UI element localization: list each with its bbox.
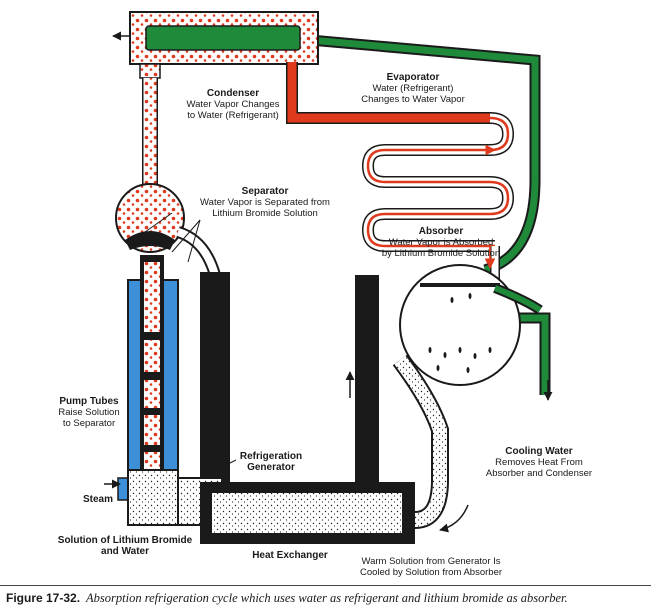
evaporator-title: Evaporator [386, 72, 440, 83]
evaporator-label: Evaporator Water (Refrigerant) Changes t… [348, 72, 478, 105]
evaporator-desc-1: Water (Refrigerant) [372, 83, 454, 94]
heat-exchanger-title: Heat Exchanger [252, 550, 328, 561]
warm-solution-desc-1: Warm Solution from Generator Is [361, 556, 501, 567]
generator-title-2: Generator [247, 462, 295, 473]
warm-solution-label: Warm Solution from Generator Is Cooled b… [346, 556, 516, 578]
absorber-desc-2: by Lithium Bromide Solution [381, 248, 501, 259]
condenser [112, 11, 319, 79]
steam-label: Steam [78, 494, 118, 505]
cooling-water-desc-1: Removes Heat From [495, 457, 583, 468]
caption-divider [0, 585, 651, 586]
heat-exchanger [200, 275, 415, 544]
evaporator-coil [286, 62, 515, 280]
generator-title-1: Refrigeration [239, 451, 303, 462]
absorber-label: Absorber Water Vapor is Absorbed by Lith… [366, 226, 516, 259]
absorber-title: Absorber [418, 226, 464, 237]
absorber-desc-1: Water Vapor is Absorbed [388, 237, 494, 248]
separator-desc-2: Lithium Bromide Solution [212, 208, 318, 219]
solution-title-2: and Water [101, 546, 149, 557]
separator-desc-1: Water Vapor is Separated from [200, 197, 330, 208]
condenser-label: Condenser Water Vapor Changes to Water (… [168, 88, 298, 121]
warm-solution-desc-2: Cooled by Solution from Absorber [359, 567, 503, 578]
solution-title-1: Solution of Lithium Bromide [57, 535, 193, 546]
pump-tubes-label: Pump Tubes Raise Solution to Separator [44, 396, 134, 429]
cooling-water-title: Cooling Water [505, 446, 573, 457]
separator-label: Separator Water Vapor is Separated from … [190, 186, 340, 219]
figure-number: Figure 17-32. [6, 591, 81, 605]
heat-exchanger-label: Heat Exchanger [240, 550, 340, 561]
absorber [392, 264, 553, 533]
pump-tubes-desc-1: Raise Solution [58, 407, 120, 418]
cooling-water-label: Cooling Water Removes Heat From Absorber… [474, 446, 604, 479]
condenser-title: Condenser [206, 88, 260, 99]
pump-tubes-desc-2: to Separator [62, 418, 116, 429]
pump-tubes-title: Pump Tubes [59, 396, 119, 407]
separator-title: Separator [241, 186, 289, 197]
condenser-desc-2: to Water (Refrigerant) [187, 110, 279, 121]
cooling-water-desc-2: Absorber and Condenser [485, 468, 593, 479]
evaporator-desc-2: Changes to Water Vapor [361, 94, 465, 105]
solution-label: Solution of Lithium Bromide and Water [50, 535, 200, 557]
steam-title: Steam [82, 494, 113, 505]
condenser-desc-1: Water Vapor Changes [186, 99, 280, 110]
generator-label: Refrigeration Generator [226, 451, 316, 473]
figure-caption: Figure 17-32. Absorption refrigeration cy… [6, 591, 651, 606]
leader-lines [144, 212, 237, 473]
figure-caption-text: Absorption refrigeration cycle which use… [86, 591, 568, 605]
